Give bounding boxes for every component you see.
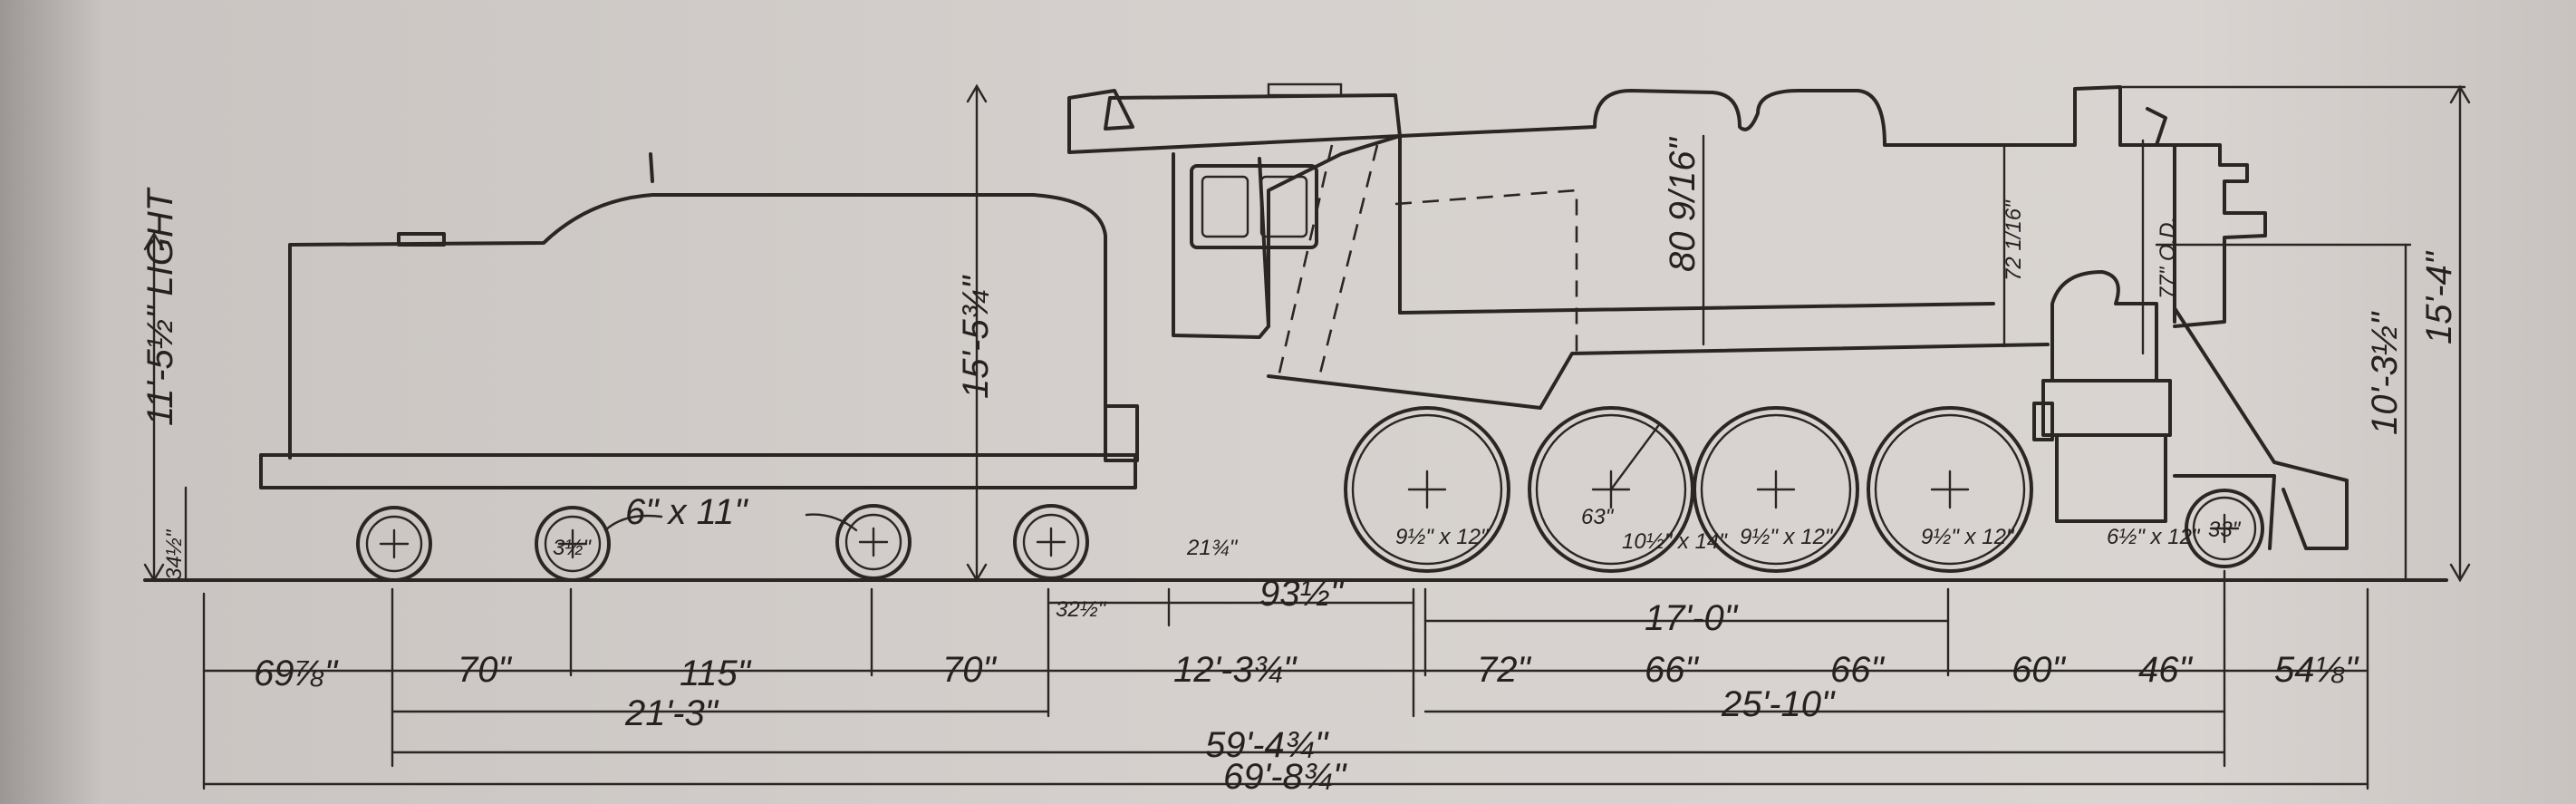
cab-window-left [1201, 175, 1249, 238]
label-seg-tender-3: 70" [942, 650, 997, 690]
label-seg-driver-3: 66" [1830, 650, 1885, 690]
locomotive [1067, 82, 2349, 573]
label-cylinder-centre-height: 10'-3½" [2365, 311, 2405, 435]
label-engine-wheelbase: 25'-10" [1721, 684, 1836, 724]
frame-lower [1267, 343, 2050, 410]
label-tender-wheelbase: 21'-3" [624, 693, 719, 733]
label-seg-driver-2: 66" [1645, 650, 1699, 690]
cab-roof [1067, 89, 1402, 154]
label-drawbar-c: 93½" [1259, 574, 1345, 614]
firebox [1267, 134, 1402, 328]
label-tender-frame-height: 34½" [162, 528, 187, 580]
pilot-frame [2173, 474, 2276, 550]
tender-hatch [397, 232, 446, 247]
firebox-hidden-a [1276, 144, 1334, 382]
cab-vent [1267, 82, 1343, 97]
firebox-hidden-c [1394, 189, 1578, 354]
label-boiler-diameter: 80 9/16" [1663, 137, 1703, 272]
label-engine-overall-height: 15'-4" [2419, 250, 2459, 344]
label-driver-dia: 63" [1581, 505, 1615, 529]
tender [259, 152, 1139, 582]
cab-window-frame [1190, 164, 1318, 249]
dimension-lines [143, 83, 2471, 790]
cylinder-lower [2055, 433, 2167, 523]
pilot [2173, 306, 2349, 550]
dimension-labels: 15'-5¾" 11'-5½" LIGHT 34½" 80 9/16" 72 1… [140, 137, 2459, 797]
label-seg-tender-to-driver: 12'-3¾" [1173, 650, 1298, 690]
label-truck-journal: 6½" x 12" [2107, 525, 2201, 549]
label-tender-wheel-size: 6" x 11" [625, 492, 748, 532]
cylinder-saddle [2050, 270, 2158, 383]
label-drawbar-a: 21¾" [1186, 536, 1239, 560]
label-seg-front-overhang: 54⅛" [2274, 650, 2359, 690]
cylinder [2041, 379, 2172, 437]
smokebox-front [2173, 143, 2267, 328]
tender-frame [259, 453, 1137, 489]
drivers [1344, 406, 2033, 573]
label-driver-journal-4: 9½" x 12" [1921, 525, 2015, 549]
label-seg-driver-to-truck-b: 46" [2138, 650, 2193, 690]
label-seg-tender-1: 70" [458, 650, 512, 690]
bell [2146, 107, 2167, 147]
tender-tank [288, 193, 1107, 460]
label-seg-driver-to-truck-a: 60" [2012, 650, 2066, 690]
label-boiler-od: 77" O.D. [2156, 217, 2180, 299]
firebox-hidden-b [1317, 144, 1379, 382]
tender-wheels [356, 504, 1089, 582]
label-tender-tank-height: 11'-5½" LIGHT [140, 187, 180, 426]
cab-side [1172, 152, 1270, 339]
cab-window-right [1259, 175, 1308, 238]
label-tender-overall-height: 15'-5¾" [956, 275, 996, 399]
tender-brake-staff [649, 152, 654, 183]
label-tender-wheel-journal: 3½" [553, 536, 592, 560]
label-total-wheelbase: 59'-4¾" [1205, 725, 1329, 765]
label-seg-rear-overhang: 69⅞" [254, 654, 339, 693]
label-drawbar-b: 32½" [1056, 597, 1107, 622]
label-driver-journal-2: 10½" x 14" [1622, 529, 1728, 554]
lead-truck-wheel [2185, 489, 2264, 568]
label-seg-driver-1: 72" [1477, 650, 1531, 690]
running-board [1398, 302, 1995, 315]
label-driver-journal-1: 9½" x 12" [1395, 525, 1490, 549]
label-boiler-id: 72 1/16" [2002, 199, 2026, 281]
cylinder-head [2032, 402, 2054, 441]
label-overall-length: 69'-8¾" [1223, 757, 1347, 797]
tender-step [1104, 404, 1139, 462]
label-driver-journal-3: 9½" x 12" [1740, 525, 1834, 549]
label-seg-tender-2: 115" [680, 654, 752, 693]
boiler-top [1398, 85, 2176, 324]
label-truck-dia: 33" [2208, 518, 2242, 542]
label-rigid-wheelbase: 17'-0" [1645, 598, 1739, 638]
